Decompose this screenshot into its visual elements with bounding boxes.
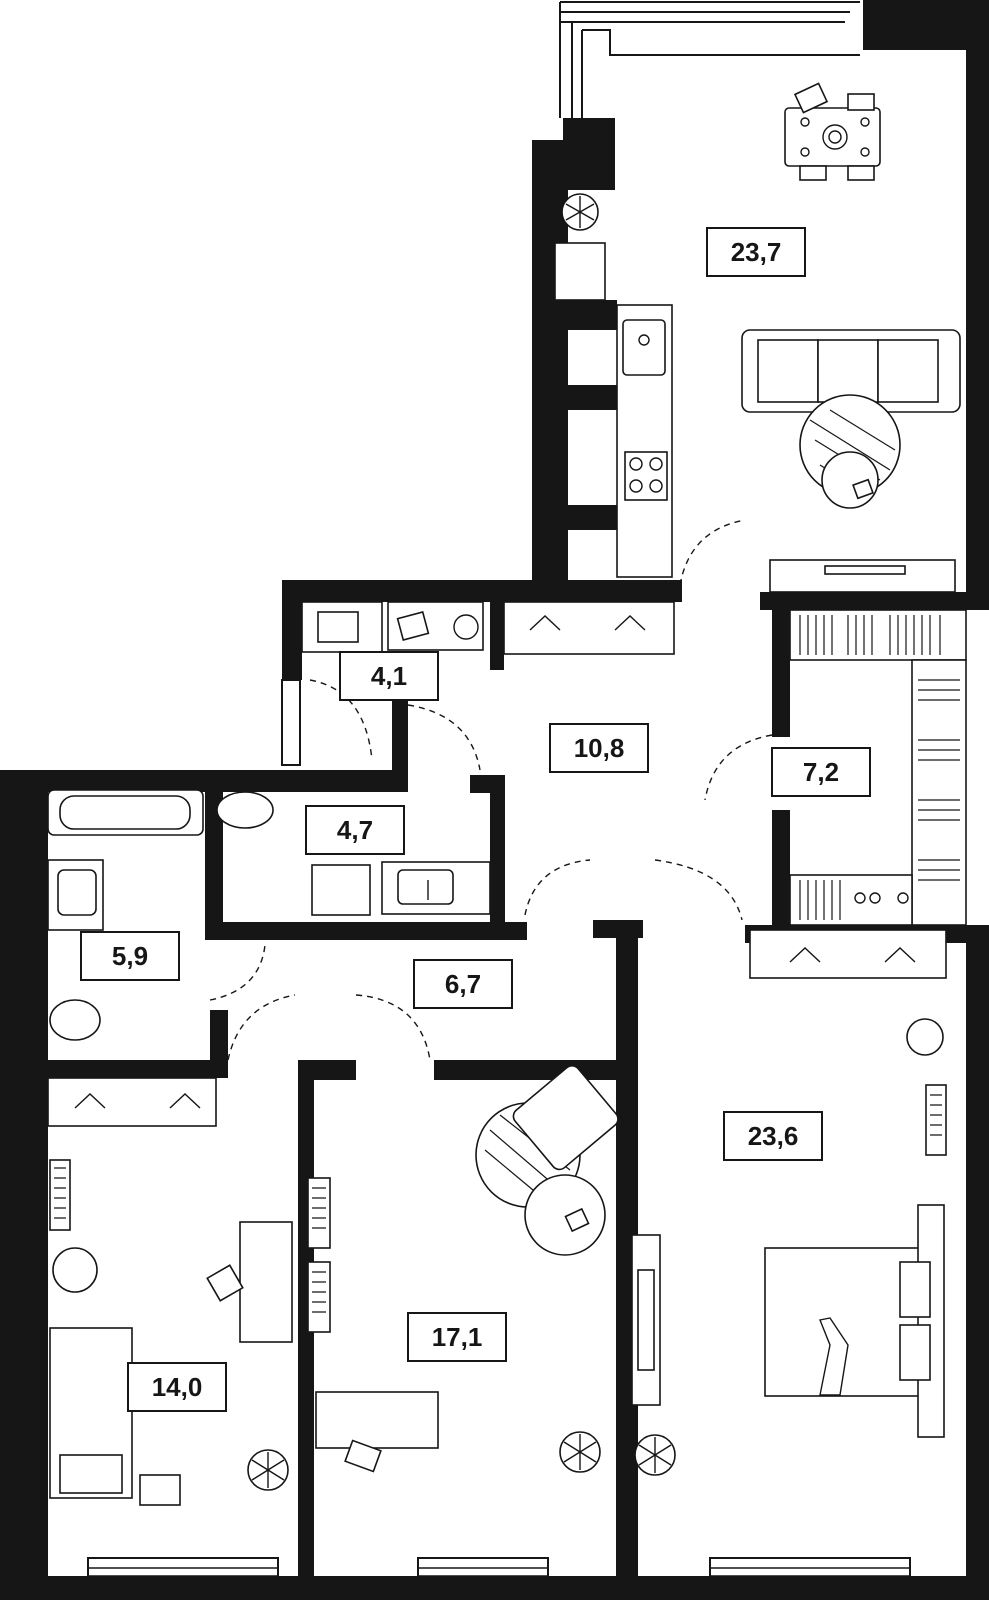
- area-bedroom-small: 14,0: [152, 1372, 203, 1402]
- area-wardrobe: 7,2: [803, 757, 839, 787]
- area-laundry: 4,1: [371, 661, 407, 691]
- area-bedroom-master: 23,6: [748, 1121, 799, 1151]
- label-wardrobe: 7,2: [771, 747, 871, 797]
- label-wc: 4,7: [305, 805, 405, 855]
- label-bathroom: 5,9: [80, 931, 180, 981]
- label-corridor: 6,7: [413, 959, 513, 1009]
- label-bedroom-master: 23,6: [723, 1111, 823, 1161]
- bedroom-master-furniture: [631, 929, 947, 1476]
- windows: [87, 1, 911, 1600]
- bedroom-middle-furniture: [307, 1065, 619, 1473]
- wc-furniture: [216, 791, 491, 916]
- bathroom-furniture: [47, 789, 204, 1041]
- label-kitchen-living: 23,7: [706, 227, 806, 277]
- label-hall: 10,8: [549, 723, 649, 773]
- area-wc: 4,7: [337, 815, 373, 845]
- doors: [209, 519, 773, 1061]
- wardrobe-furniture: [789, 609, 967, 926]
- label-bedroom-middle: 17,1: [407, 1312, 507, 1362]
- area-hall: 10,8: [574, 733, 625, 763]
- area-bedroom-middle: 17,1: [432, 1322, 483, 1352]
- area-bathroom: 5,9: [112, 941, 148, 971]
- area-corridor: 6,7: [445, 969, 481, 999]
- label-laundry: 4,1: [339, 651, 439, 701]
- bedroom-small-furniture: [47, 1077, 293, 1506]
- hall-furniture: [301, 601, 675, 655]
- area-kitchen-living: 23,7: [731, 237, 782, 267]
- kitchen-furniture: [554, 82, 961, 593]
- label-bedroom-small: 14,0: [127, 1362, 227, 1412]
